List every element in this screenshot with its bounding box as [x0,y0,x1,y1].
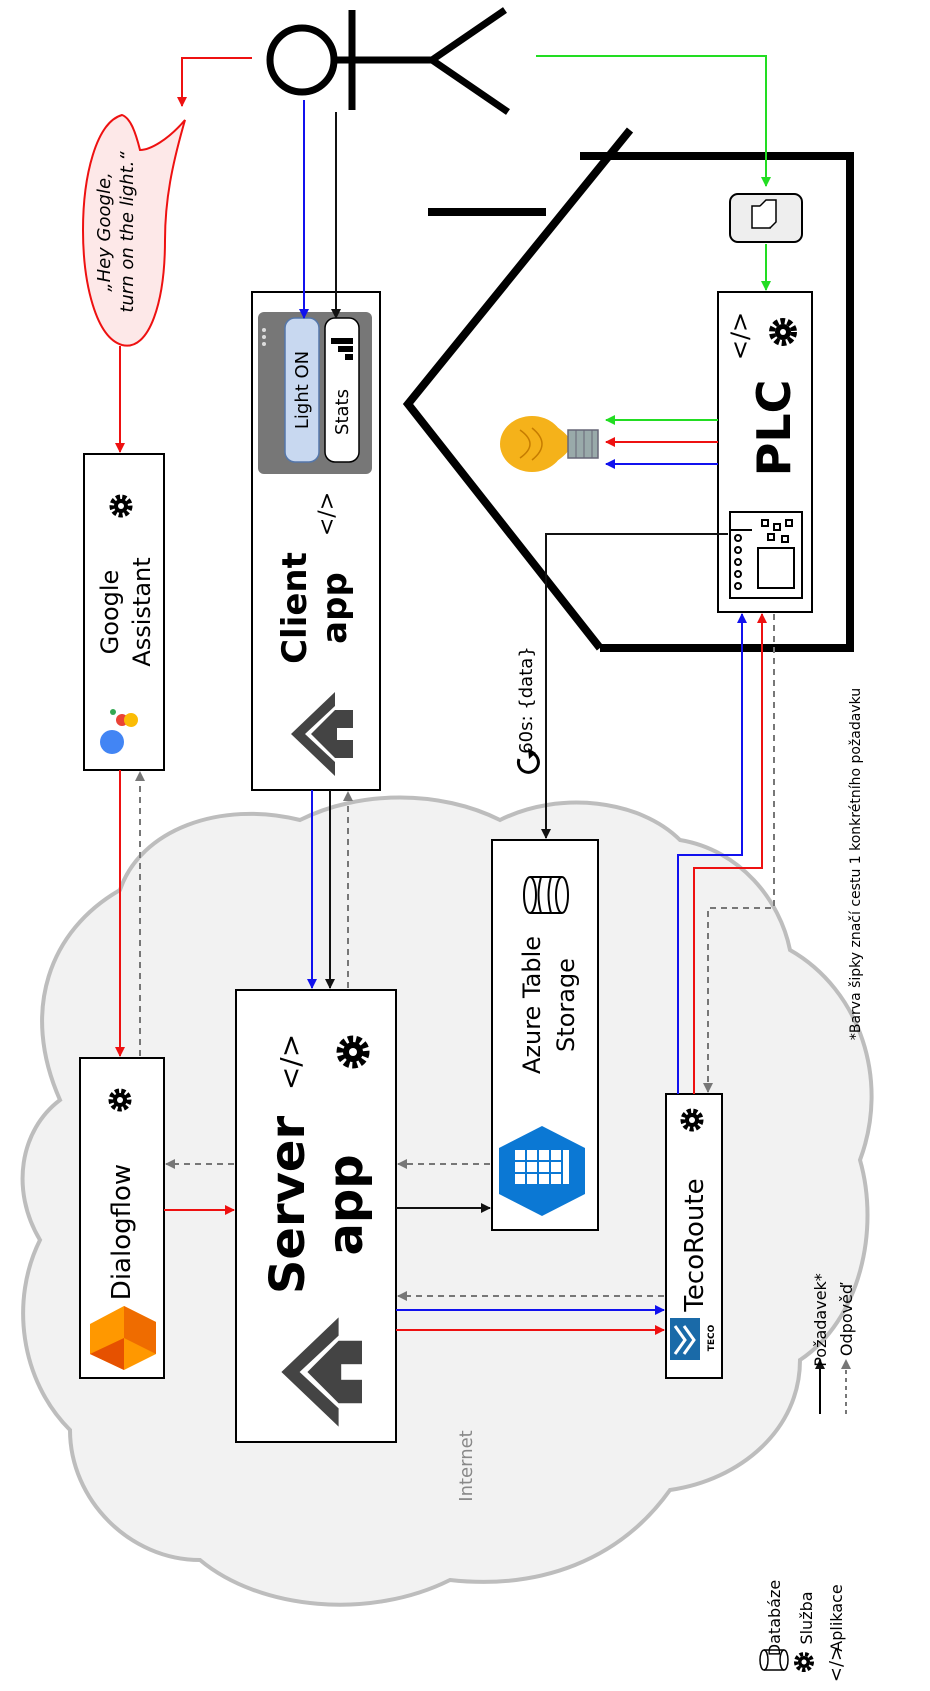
arrow-plc-to-azure [541,533,728,839]
menu-dots-icon [262,328,266,346]
stats-bars-icon [331,338,353,360]
legend: Databáze Služba </> Aplikace Požadavek* … [759,1273,856,1682]
legend-response: Odpověď [837,1282,856,1356]
legend-request: Požadavek* [811,1273,830,1367]
home-logo-icon [281,1317,362,1427]
gear-icon [794,1652,814,1672]
arrow-person-to-switch [536,55,771,187]
plc-label: PLC [747,380,801,477]
client-app-line-2: app [315,572,355,644]
plc-box: PLC </> [717,291,813,613]
google-assistant-box: Google Assistant [83,453,165,771]
legend-application: Aplikace [827,1584,846,1651]
gear-icon [109,494,133,518]
arrow-person-to-speech [177,57,252,107]
stats-label: Stats [332,389,353,435]
periodic-data-label: 60s: {data} [516,646,537,754]
arrow-teco-to-plc-red [693,613,767,1094]
database-icon [523,876,569,914]
azure-line-2: Storage [552,958,580,1052]
gear-icon [336,1035,370,1069]
light-on-label: Light ON [292,351,313,429]
teco-logo-icon: TECO [670,1318,717,1360]
dialogflow-box: Dialogflow [79,1057,165,1379]
google-assistant-icon [100,709,138,754]
footnote: *Barva šipky značí cestu 1 konkrétního p… [848,688,864,1040]
server-app-line-2: app [318,1154,374,1255]
plc-module-icon [729,511,803,599]
google-assistant-line-1: Google [96,570,124,655]
speech-bubble: „Hey Google, turn on the light.“ [82,113,186,347]
server-app-box: Server app </> [235,989,397,1443]
switch-icon[interactable] [729,193,803,243]
gear-icon [108,1088,132,1112]
client-app-line-1: Client [275,552,315,664]
legend-service: Služba [797,1591,816,1644]
internet-cloud [20,795,874,1607]
dialogflow-icon [90,1306,156,1370]
azure-storage-box: Azure Table Storage [491,839,599,1231]
internet-label: Internet [456,1430,477,1501]
teco-logo-text: TECO [707,1324,717,1351]
tecoroute-label: TecoRoute [680,1178,710,1312]
legend-app-symbol: </> [826,1646,847,1682]
google-assistant-line-2: Assistant [128,557,156,666]
legend-database: Databáze [765,1580,784,1656]
azure-line-1: Azure Table [518,936,546,1074]
code-icon: </> [726,312,754,360]
house-outline [402,127,854,652]
database-icon [759,1649,789,1671]
speech-line-1: „Hey Google, [94,172,115,292]
client-app-box: Light ON Stats Client app </> [251,291,381,791]
code-icon: </> [315,492,340,536]
code-icon: </> [274,1034,307,1090]
speech-line-2: turn on the light.“ [117,151,138,313]
arrow-teco-to-plc-blue [677,613,747,1094]
home-logo-icon [291,692,353,776]
tecoroute-box: TecoRoute TECO [665,1093,723,1379]
azure-table-icon [499,1126,585,1216]
light-bulb-icon [500,416,599,472]
arrow-plc-to-teco [703,614,775,1093]
server-app-line-1: Server [260,1116,316,1295]
gear-icon [680,1108,704,1132]
gear-icon [769,318,797,346]
person-figure [266,7,510,115]
dialogflow-label: Dialogflow [107,1164,137,1300]
refresh-icon [516,748,540,774]
